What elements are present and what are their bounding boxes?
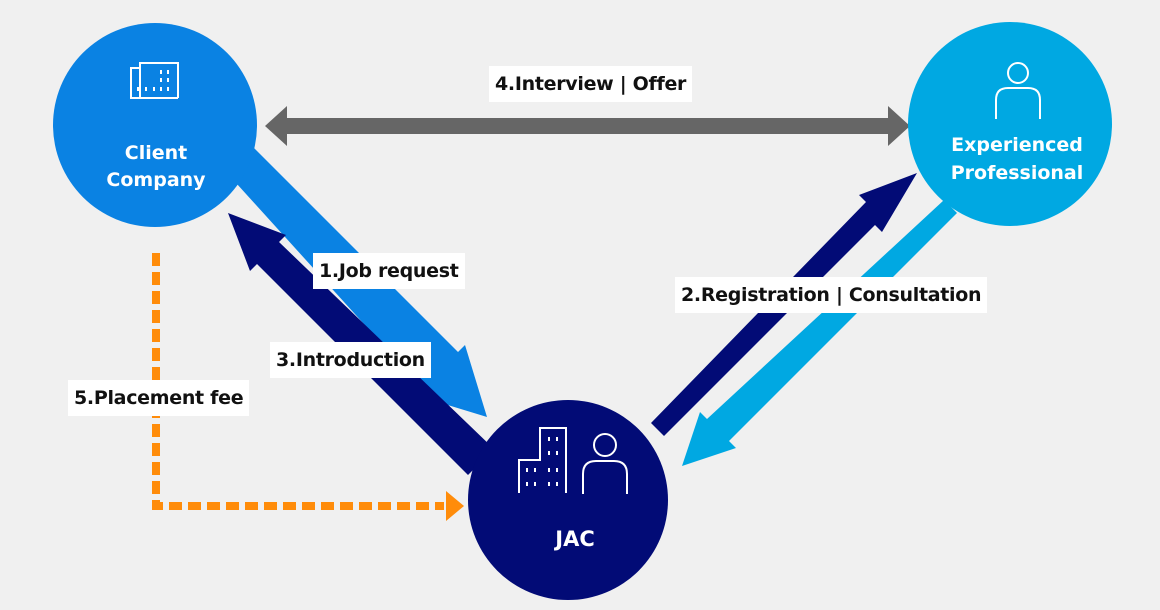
interview-arrow-shape <box>265 106 910 146</box>
building-windows <box>526 437 558 486</box>
step-3-introduction-label: 3.Introduction <box>270 342 431 378</box>
node-experienced-professional: Experienced Professional <box>908 22 1112 226</box>
client-company-circle <box>53 23 257 227</box>
building-icon <box>130 62 179 99</box>
node-client-company: Client Company <box>53 23 257 227</box>
step-2-registration-consultation-label: 2.Registration | Consultation <box>675 277 988 313</box>
placement-fee-arrowhead <box>446 491 464 521</box>
experienced-professional-label-line1: Experienced <box>951 134 1083 156</box>
building-icon <box>518 427 567 493</box>
step-1-job-request-label: 1.Job request <box>313 253 465 289</box>
consultation-arrow-shape <box>682 200 957 466</box>
client-company-label-line1: Client <box>125 142 187 164</box>
person-icon <box>995 62 1041 119</box>
step-4-interview-offer-label: 4.Interview | Offer <box>489 66 693 102</box>
placement-fee-arrow <box>152 253 464 521</box>
placement-fee-dashed-line <box>152 253 444 510</box>
node-jac: JAC <box>468 400 668 600</box>
step-5-placement-fee-label: 5.Placement fee <box>68 380 250 416</box>
experienced-professional-circle <box>908 22 1112 226</box>
person-icon <box>582 433 628 494</box>
jac-label: JAC <box>553 527 594 551</box>
client-company-label-line2: Company <box>106 169 206 191</box>
building-windows <box>137 70 169 91</box>
consultation-arrow <box>682 200 957 466</box>
jac-circle <box>468 400 668 600</box>
interview-offer-arrow <box>265 106 910 146</box>
experienced-professional-label-line2: Professional <box>951 162 1084 184</box>
